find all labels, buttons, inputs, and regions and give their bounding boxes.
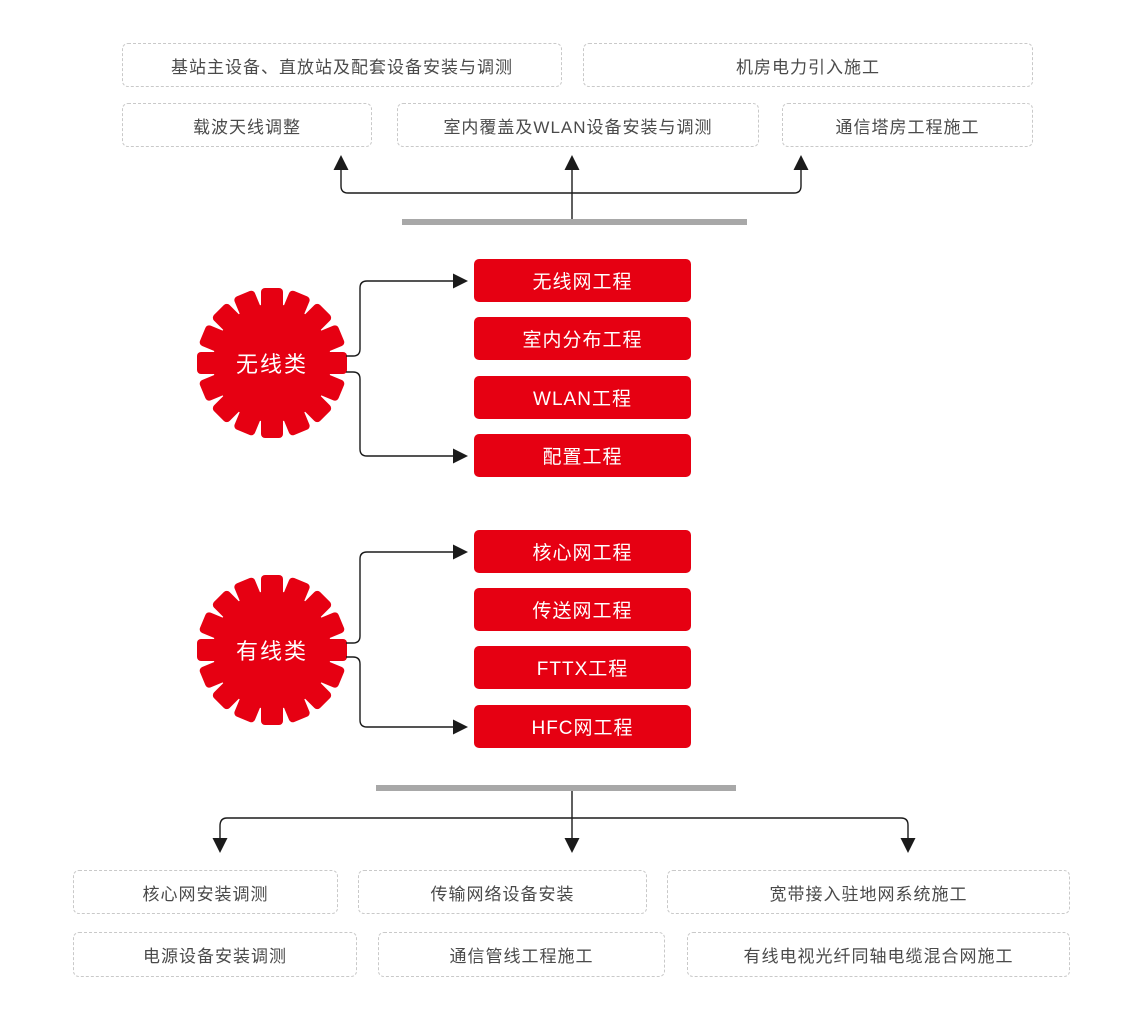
top-connector (333, 155, 809, 219)
bottom-output-transport-install: 传输网络设备安装 (358, 870, 647, 914)
gear-wired: 有线类 (197, 575, 347, 725)
arrow-right-icon (453, 448, 468, 464)
bottom-output-core-install: 核心网安装调测 (73, 870, 338, 914)
gear-wireless-label: 无线类 (213, 304, 331, 422)
top-output-base-station: 基站主设备、直放站及配套设备安装与调测 (122, 43, 562, 87)
wired-item-core: 核心网工程 (474, 530, 691, 573)
arrow-down-icon (564, 838, 580, 853)
wired-branch-connector (346, 544, 468, 735)
gear-wireless: 无线类 (197, 288, 347, 438)
wireless-item-network: 无线网工程 (474, 259, 691, 302)
bottom-output-pipeline: 通信管线工程施工 (378, 932, 665, 977)
bottom-output-power-install: 电源设备安装调测 (73, 932, 357, 977)
arrow-down-icon (212, 838, 228, 853)
bottom-divider-bar (376, 785, 736, 791)
top-output-power-intro: 机房电力引入施工 (583, 43, 1033, 87)
arrow-up-icon (564, 155, 580, 170)
bottom-output-broadband-access: 宽带接入驻地网系统施工 (667, 870, 1070, 914)
top-divider-bar (402, 219, 747, 225)
arrow-up-icon (793, 155, 809, 170)
wireless-item-config: 配置工程 (474, 434, 691, 477)
wireless-branch-connector (346, 273, 468, 464)
gear-wired-label: 有线类 (213, 591, 331, 709)
wired-item-hfc: HFC网工程 (474, 705, 691, 748)
arrow-right-icon (453, 544, 468, 560)
wired-item-fttx: FTTX工程 (474, 646, 691, 689)
top-output-indoor-wlan: 室内覆盖及WLAN设备安装与调测 (397, 103, 759, 147)
top-output-carrier-antenna: 载波天线调整 (122, 103, 372, 147)
bottom-output-hfc-catv: 有线电视光纤同轴电缆混合网施工 (687, 932, 1070, 977)
arrow-up-icon (333, 155, 349, 170)
arrow-down-icon (900, 838, 916, 853)
top-output-tower-room: 通信塔房工程施工 (782, 103, 1033, 147)
wireless-item-wlan: WLAN工程 (474, 376, 691, 419)
wireless-item-indoor: 室内分布工程 (474, 317, 691, 360)
arrow-right-icon (453, 273, 468, 289)
arrow-right-icon (453, 719, 468, 735)
wired-item-transport: 传送网工程 (474, 588, 691, 631)
bottom-connector (212, 791, 916, 853)
